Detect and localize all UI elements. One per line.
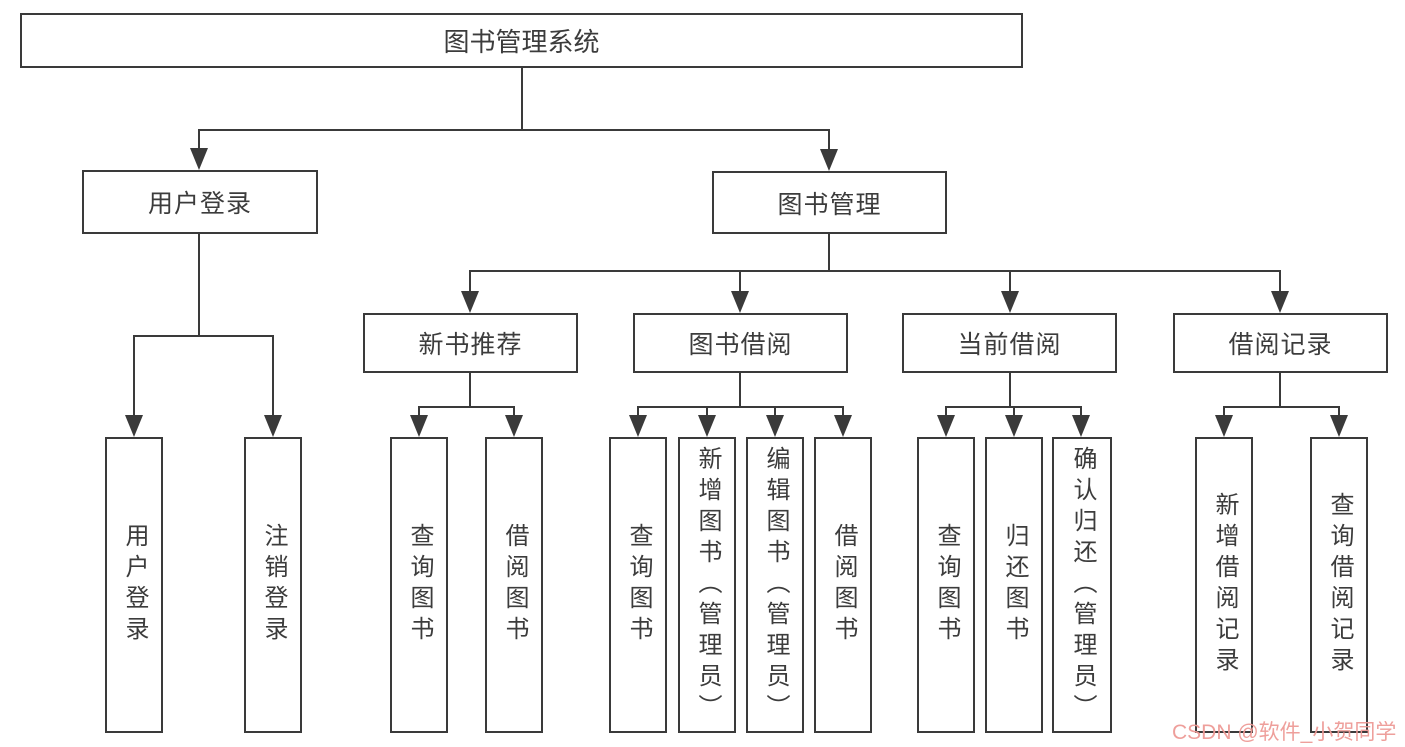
leaf-query-book-2: 查询图书	[609, 437, 667, 733]
arrow-down-icon	[410, 415, 428, 437]
arrow-down-icon	[1215, 415, 1233, 437]
connector-line	[469, 270, 1281, 272]
leaf-edit-book-admin: 编辑图书（管理员）	[746, 437, 804, 733]
leaf-confirm-return-admin: 确认归还（管理员）	[1052, 437, 1112, 733]
node-user-login-label: 用户登录	[147, 190, 252, 218]
arrow-down-icon	[820, 149, 838, 171]
arrow-down-icon	[766, 415, 784, 437]
node-book-management: 图书管理	[712, 171, 947, 234]
leaf-borrow-book-1: 借阅图书	[485, 437, 543, 733]
connector-line	[469, 270, 471, 291]
connector-line	[706, 406, 708, 415]
connector-line	[133, 335, 274, 337]
arrow-down-icon	[264, 415, 282, 437]
connector-line	[1009, 373, 1011, 408]
node-new-book-recommend: 新书推荐	[363, 313, 578, 373]
arrow-down-icon	[190, 148, 208, 170]
leaf-logout-label: 注销登录	[260, 523, 287, 647]
node-root: 图书管理系统	[20, 13, 1023, 68]
connector-line	[637, 406, 844, 408]
connector-line	[469, 373, 471, 408]
node-borrow-record-label: 借阅记录	[1228, 331, 1333, 359]
connector-line	[198, 129, 200, 148]
leaf-query-book-1-label: 查询图书	[406, 523, 433, 647]
node-user-login: 用户登录	[82, 170, 318, 234]
leaf-query-book-3: 查询图书	[917, 437, 975, 733]
arrow-down-icon	[1001, 291, 1019, 313]
leaf-return-book: 归还图书	[985, 437, 1043, 733]
node-book-borrow: 图书借阅	[633, 313, 848, 373]
csdn-watermark: CSDN @软件_小贺同学	[1172, 721, 1397, 744]
arrow-down-icon	[1271, 291, 1289, 313]
leaf-user-login: 用户登录	[105, 437, 163, 733]
leaf-borrow-book-1-label: 借阅图书	[501, 523, 528, 647]
arrow-down-icon	[834, 415, 852, 437]
leaf-borrow-book-2: 借阅图书	[814, 437, 872, 733]
connector-line	[1338, 406, 1340, 415]
leaf-confirm-return-admin-label: 确认归还（管理员）	[1069, 445, 1096, 725]
connector-line	[774, 406, 776, 415]
arrow-down-icon	[125, 415, 143, 437]
connector-line	[637, 406, 639, 415]
connector-line	[521, 68, 523, 130]
connector-line	[1009, 270, 1011, 291]
connector-line	[739, 270, 741, 291]
leaf-user-login-label: 用户登录	[121, 523, 148, 647]
connector-line	[198, 234, 200, 337]
leaf-borrow-book-2-label: 借阅图书	[830, 523, 857, 647]
arrow-down-icon	[629, 415, 647, 437]
connector-line	[1223, 406, 1225, 415]
arrow-down-icon	[461, 291, 479, 313]
node-borrow-record: 借阅记录	[1173, 313, 1388, 373]
connector-line	[513, 406, 515, 415]
connector-line	[133, 335, 135, 415]
connector-line	[1223, 406, 1340, 408]
leaf-add-borrow-record-label: 新增借阅记录	[1211, 492, 1238, 678]
connector-line	[842, 406, 844, 415]
leaf-query-borrow-record-label: 查询借阅记录	[1326, 492, 1353, 678]
leaf-query-book-2-label: 查询图书	[625, 523, 652, 647]
arrow-down-icon	[1072, 415, 1090, 437]
connector-line	[198, 129, 830, 131]
connector-line	[1080, 406, 1082, 415]
leaf-return-book-label: 归还图书	[1001, 523, 1028, 647]
leaf-edit-book-admin-label: 编辑图书（管理员）	[762, 445, 789, 725]
leaf-logout: 注销登录	[244, 437, 302, 733]
arrow-down-icon	[505, 415, 523, 437]
connector-line	[1279, 373, 1281, 408]
arrow-down-icon	[937, 415, 955, 437]
arrow-down-icon	[1330, 415, 1348, 437]
node-current-borrow-label: 当前借阅	[957, 331, 1062, 359]
connector-line	[418, 406, 420, 415]
connector-line	[1013, 406, 1015, 415]
arrow-down-icon	[1005, 415, 1023, 437]
node-book-borrow-label: 图书借阅	[688, 331, 793, 359]
connector-line	[828, 234, 830, 272]
leaf-query-book-1: 查询图书	[390, 437, 448, 733]
connector-line	[272, 335, 274, 415]
arrow-down-icon	[698, 415, 716, 437]
node-root-label: 图书管理系统	[443, 27, 600, 57]
node-new-book-recommend-label: 新书推荐	[418, 331, 523, 359]
leaf-query-borrow-record: 查询借阅记录	[1310, 437, 1368, 733]
leaf-add-book-admin: 新增图书（管理员）	[678, 437, 736, 733]
leaf-query-book-3-label: 查询图书	[933, 523, 960, 647]
connector-line	[418, 406, 515, 408]
connector-line	[828, 129, 830, 149]
node-book-management-label: 图书管理	[777, 190, 882, 219]
connector-line	[945, 406, 947, 415]
connector-line	[739, 373, 741, 408]
leaf-add-book-admin-label: 新增图书（管理员）	[694, 445, 721, 725]
arrow-down-icon	[731, 291, 749, 313]
connector-line	[1279, 270, 1281, 291]
leaf-add-borrow-record: 新增借阅记录	[1195, 437, 1253, 733]
node-current-borrow: 当前借阅	[902, 313, 1117, 373]
